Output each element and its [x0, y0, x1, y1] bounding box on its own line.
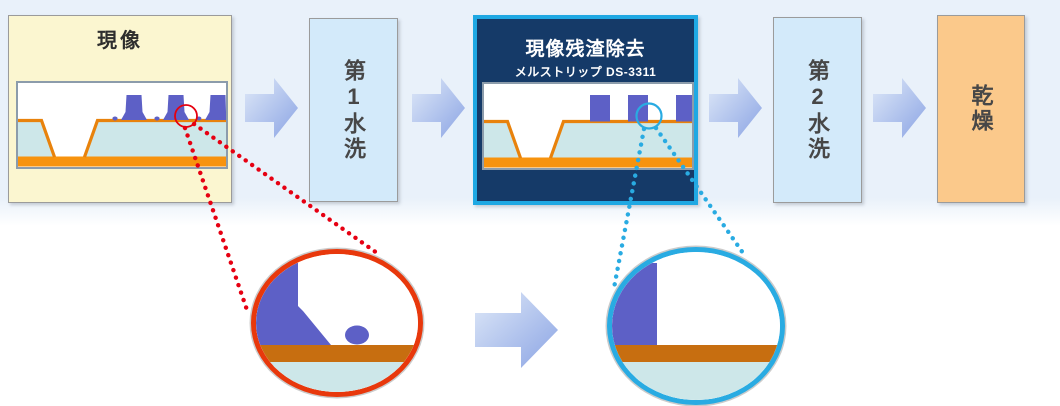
magnified-substrate-band	[256, 362, 418, 392]
magnifier-before-circle	[251, 249, 423, 397]
resist-edge-with-foot	[256, 263, 331, 345]
magnifier-before-drawing	[256, 254, 418, 392]
resist-pattern-clean	[590, 95, 692, 122]
residue-removal-cross-section	[482, 82, 694, 170]
step-develop-label: 現像	[97, 30, 143, 52]
step-first-rinse: 第1水洗	[309, 18, 398, 202]
develop-cross-section-drawing	[18, 83, 226, 167]
step-drying: 乾燥	[937, 15, 1025, 203]
magnifier-after-drawing	[612, 252, 780, 400]
step-residue-removal: 現像残渣除去 メルストリップ DS-3311	[473, 15, 698, 205]
residue-particle	[345, 325, 369, 345]
step-residue-removal-product: メルストリップ DS-3311	[514, 65, 657, 79]
residue-removal-cross-section-drawing	[484, 84, 692, 168]
step-drying-label: 乾燥	[968, 84, 994, 134]
arrow-right-icon	[245, 78, 298, 138]
develop-cross-section	[16, 81, 228, 169]
step-first-rinse-label: 第1水洗	[341, 58, 367, 162]
magnified-substrate-band	[612, 362, 780, 400]
step-residue-removal-title: 現像残渣除去	[525, 39, 646, 60]
step-second-rinse-label: 第2水洗	[805, 58, 831, 162]
magnified-oxide-band	[256, 345, 418, 362]
arrow-right-icon	[412, 78, 465, 138]
arrow-right-icon	[475, 292, 558, 368]
step-develop: 現像	[8, 15, 232, 203]
magnified-oxide-band	[612, 345, 780, 362]
arrow-right-icon	[873, 78, 926, 138]
step-second-rinse: 第2水洗	[773, 17, 862, 203]
magnifier-after-circle	[607, 247, 785, 405]
arrow-right-icon	[709, 78, 762, 138]
resist-edge-clean	[612, 263, 657, 345]
